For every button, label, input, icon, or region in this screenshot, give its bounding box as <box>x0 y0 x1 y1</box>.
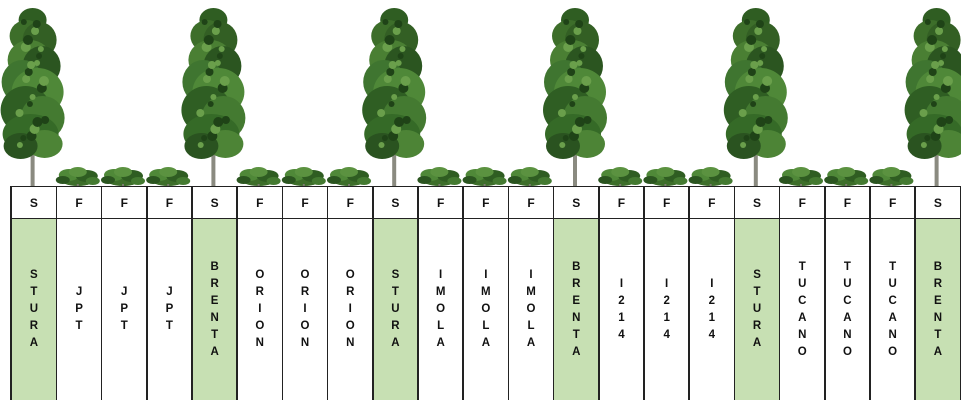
row-code: F <box>147 186 193 219</box>
row-code: F <box>689 186 735 219</box>
row-code: F <box>644 186 690 219</box>
row-code: F <box>599 186 645 219</box>
poplar-tree-icon <box>181 8 245 188</box>
row-code: F <box>282 186 328 219</box>
row-code: S <box>553 186 599 219</box>
poplar-tree-icon <box>1 8 65 188</box>
row-code: F <box>463 186 509 219</box>
poplar-tree-icon <box>905 8 961 188</box>
row-code: S <box>734 186 780 219</box>
poplar-tree-icon <box>724 8 788 188</box>
row-column: F JPT <box>56 186 102 400</box>
row-code: F <box>825 186 871 219</box>
poplar-tree-icon <box>543 8 607 188</box>
row-code: F <box>779 186 825 219</box>
row-code: F <box>418 186 464 219</box>
row-code: F <box>327 186 373 219</box>
row-code: F <box>56 186 102 219</box>
row-code: F <box>101 186 147 219</box>
row-code: F <box>870 186 916 219</box>
row-column: F IMOLA <box>508 186 554 400</box>
row-code: S <box>915 186 961 219</box>
row-code: F <box>508 186 554 219</box>
plants-layer <box>0 0 961 190</box>
row-code: F <box>237 186 283 219</box>
row-code: S <box>192 186 238 219</box>
row-code: S <box>11 186 57 219</box>
row-name: STURA <box>753 267 761 352</box>
row-code: S <box>373 186 419 219</box>
poplar-tree-icon <box>362 8 426 188</box>
